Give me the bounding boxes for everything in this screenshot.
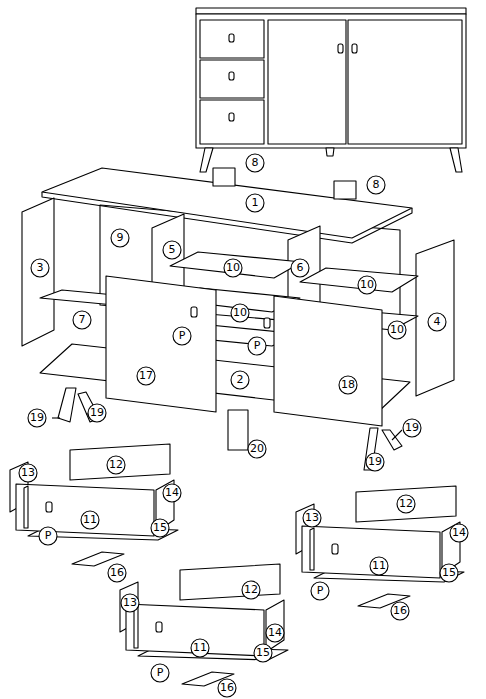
callout-number: 17 xyxy=(136,369,156,383)
callout-number: 13 xyxy=(18,466,38,480)
callout-circle xyxy=(370,557,388,575)
callout-number: 11 xyxy=(369,559,389,573)
callout-number: 2 xyxy=(230,373,250,387)
callout-circle xyxy=(266,624,284,642)
callout-number: 4 xyxy=(427,315,447,329)
callout-number: 3 xyxy=(30,261,50,275)
callout-number: 11 xyxy=(190,641,210,655)
callout-circle xyxy=(224,259,242,277)
callout-circle xyxy=(391,602,409,620)
callout-number: 12 xyxy=(396,497,416,511)
callout-circle xyxy=(151,519,169,537)
callout-circle xyxy=(218,679,236,697)
callout-number: 16 xyxy=(107,566,127,580)
callout-circle xyxy=(358,276,376,294)
callout-number: 10 xyxy=(230,306,250,320)
callout-circle xyxy=(248,440,266,458)
callout-number: 14 xyxy=(162,486,182,500)
callout-circle xyxy=(403,419,421,437)
callout-circle xyxy=(291,259,309,277)
callout-number: 10 xyxy=(223,261,243,275)
callout-number: 14 xyxy=(265,626,285,640)
callout-circle xyxy=(151,664,169,682)
callout-circle xyxy=(254,644,272,662)
callout-number: 6 xyxy=(290,261,310,275)
callout-number: 11 xyxy=(80,513,100,527)
callout-circle xyxy=(246,194,264,212)
callout-circle xyxy=(191,639,209,657)
callout-circle xyxy=(73,311,91,329)
callout-circle xyxy=(428,313,446,331)
callout-number: 15 xyxy=(150,521,170,535)
callout-circle xyxy=(231,371,249,389)
callout-circle xyxy=(163,484,181,502)
callout-number: 16 xyxy=(217,681,237,695)
callout-circle xyxy=(303,509,321,527)
callout-number: 20 xyxy=(247,442,267,456)
callout-number: P xyxy=(310,584,330,598)
callout-number: 16 xyxy=(390,604,410,618)
callout-number: 1 xyxy=(245,196,265,210)
callout-circle xyxy=(81,511,99,529)
callout-number: 10 xyxy=(357,278,377,292)
callout-circle xyxy=(137,367,155,385)
callout-circle xyxy=(163,241,181,259)
callout-circle xyxy=(121,594,139,612)
callout-number: 13 xyxy=(302,511,322,525)
callout-number: 7 xyxy=(72,313,92,327)
callout-circle xyxy=(88,404,106,422)
callout-circle xyxy=(231,304,249,322)
callout-number: 13 xyxy=(120,596,140,610)
callout-number: 18 xyxy=(338,378,358,392)
callout-number: 15 xyxy=(439,566,459,580)
callout-circle xyxy=(366,453,384,471)
callout-number: P xyxy=(38,529,58,543)
callout-number: 19 xyxy=(365,455,385,469)
callout-circle xyxy=(397,495,415,513)
callout-number: 5 xyxy=(162,243,182,257)
callout-circle xyxy=(248,337,266,355)
callout-circle xyxy=(388,321,406,339)
callout-circle xyxy=(246,154,264,172)
callout-number: 19 xyxy=(27,411,47,425)
callout-circle xyxy=(19,464,37,482)
callout-number: 8 xyxy=(366,178,386,192)
callout-number: P xyxy=(172,329,192,343)
callout-number: 15 xyxy=(253,646,273,660)
callout-circle xyxy=(242,581,260,599)
callout-number: 12 xyxy=(241,583,261,597)
callout-number: 14 xyxy=(449,526,469,540)
callout-number: P xyxy=(150,666,170,680)
callout-number: 19 xyxy=(402,421,422,435)
callout-number: 9 xyxy=(110,231,130,245)
callout-number: 10 xyxy=(387,323,407,337)
callout-number: 12 xyxy=(106,458,126,472)
callout-circle xyxy=(367,176,385,194)
callout-circle xyxy=(108,564,126,582)
callout-circle xyxy=(173,327,191,345)
callout-circle xyxy=(28,409,46,427)
callout-number: P xyxy=(247,339,267,353)
callout-number: 19 xyxy=(87,406,107,420)
callout-number: 8 xyxy=(245,156,265,170)
callout-circle xyxy=(107,456,125,474)
callout-circle xyxy=(311,582,329,600)
callout-circle xyxy=(111,229,129,247)
callout-circle xyxy=(440,564,458,582)
callout-circle xyxy=(339,376,357,394)
callout-circle xyxy=(31,259,49,277)
callout-circle xyxy=(39,527,57,545)
callout-circle xyxy=(450,524,468,542)
